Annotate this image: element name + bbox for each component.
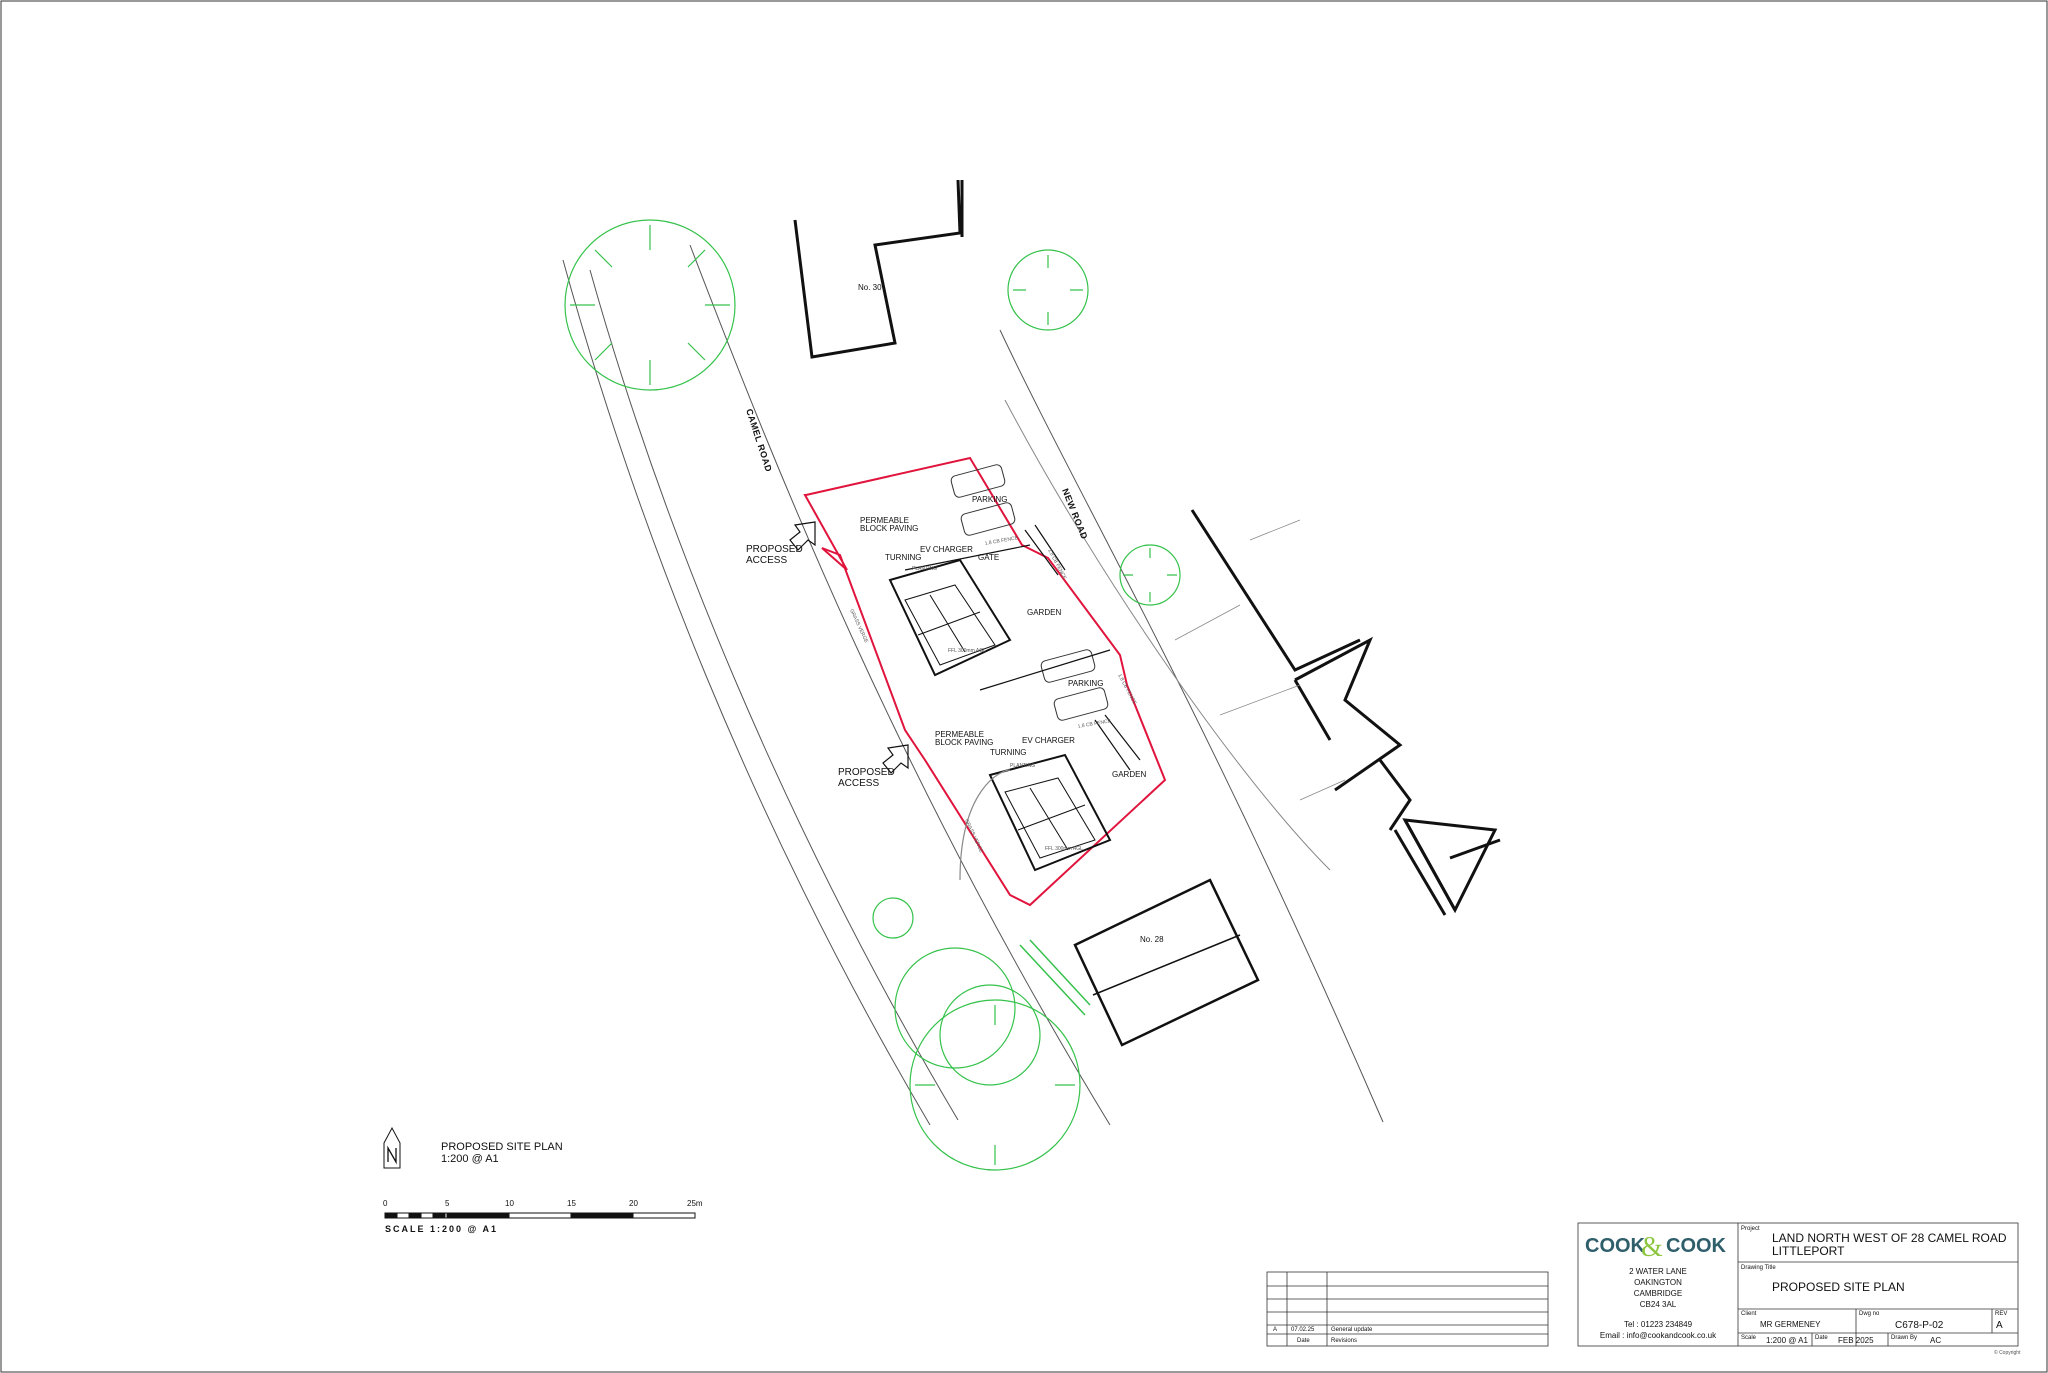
address-line3: CAMBRIDGE: [1634, 1289, 1682, 1298]
revision-header-desc: Revisions: [1331, 1338, 1357, 1344]
plot2-ffl: FFL 300mm AGL: [1045, 846, 1083, 852]
revision-a-date: 07.02.25: [1291, 1327, 1315, 1333]
tree-south-small: [872, 897, 914, 939]
access-north-line2: ACCESS: [746, 555, 787, 566]
plot1-gate: GATE: [978, 553, 999, 562]
rev-label: REV: [1995, 1311, 2007, 1317]
scale-tick-0: 0: [383, 1199, 388, 1208]
camel-road-label: CAMEL ROAD: [744, 408, 774, 474]
scale-value: 1:200 @ A1: [1766, 1336, 1808, 1345]
company-email: Email : info@cookandcook.co.uk: [1600, 1331, 1717, 1340]
revisions-table: [1266, 1271, 1549, 1347]
date-label: Date: [1815, 1335, 1828, 1341]
north-arrow-icon: [383, 1126, 401, 1169]
house-no30: [793, 179, 964, 359]
drawn-label: Drawn By: [1891, 1335, 1917, 1341]
camel-road: [562, 244, 1384, 1126]
date-value: FEB 2025: [1838, 1336, 1874, 1345]
project-line1: LAND NORTH WEST OF 28 CAMEL ROAD: [1772, 1231, 2007, 1245]
address-line2: OAKINGTON: [1634, 1278, 1682, 1287]
plot2-parking: PARKING: [1068, 679, 1103, 688]
parked-cars: [950, 464, 1109, 721]
client-label: Client: [1741, 1311, 1757, 1317]
dwg-no-label: Dwg no: [1859, 1311, 1880, 1317]
access-south-line1: PROPOSED: [838, 767, 895, 778]
scale-bar-caption: SCALE 1:200 @ A1: [385, 1224, 498, 1234]
site-boundary: [803, 456, 1167, 907]
plot1-paving-2: BLOCK PAVING: [860, 524, 918, 533]
plot1-planting: PLANTING: [912, 566, 937, 572]
scale-bar: [384, 1212, 696, 1219]
access-arrow-north: [789, 521, 816, 551]
company-tel: Tel : 01223 234849: [1624, 1320, 1693, 1329]
revision-header-date: Date: [1297, 1338, 1310, 1344]
drawn-value: AC: [1930, 1336, 1941, 1345]
project-line2: LITTLEPORT: [1772, 1244, 1845, 1258]
scale-tick-25: 25m: [687, 1199, 703, 1208]
company-logo-amp: &: [1641, 1232, 1663, 1263]
new-road-label: NEW ROAD: [1060, 487, 1090, 541]
drawing-title: PROPOSED SITE PLAN: [1772, 1280, 1905, 1294]
plot1-turning: TURNING: [885, 553, 921, 562]
revision-a-desc: General update: [1331, 1327, 1373, 1333]
tree-spokes: [570, 225, 1177, 1165]
plot2-turning: TURNING: [990, 748, 1026, 757]
plot1-parking: PARKING: [972, 495, 1007, 504]
plan-scale-note: 1:200 @ A1: [441, 1153, 499, 1165]
plot2-ev: EV CHARGER: [1022, 736, 1075, 745]
address-line1: 2 WATER LANE: [1629, 1267, 1687, 1276]
plot1-garden: GARDEN: [1027, 608, 1061, 617]
plot2-fence-side: 1.8 CB FENCE: [1116, 673, 1137, 706]
company-logo-part2: COOK: [1666, 1235, 1727, 1257]
plot2-planting: PLANTING: [1010, 763, 1035, 769]
scale-label: Scale: [1741, 1335, 1757, 1341]
company-logo-part1: COOK: [1585, 1235, 1646, 1257]
tree-east-small: [1119, 544, 1181, 606]
plot1-fence: 1.8 CB FENCE: [984, 535, 1019, 547]
tree-sw-2: [939, 984, 1041, 1086]
plot2-dwelling: [988, 753, 1112, 872]
plot2-garden: GARDEN: [1112, 770, 1146, 779]
copyright: © Copyright: [1994, 1349, 2021, 1356]
access-arrow-south: [882, 744, 909, 774]
plot1-dwelling: [888, 558, 1012, 677]
tree-sw-1: [894, 947, 1016, 1069]
plot2-paving-2: BLOCK PAVING: [935, 738, 993, 747]
tree-ne: [1007, 249, 1089, 331]
fences: [904, 524, 1141, 881]
access-north-line1: PROPOSED: [746, 544, 803, 555]
plot2-paving-1: PERMEABLE: [935, 730, 984, 739]
tree-sw-3: [909, 999, 1081, 1171]
client-value: MR GERMENEY: [1760, 1320, 1821, 1329]
scale-tick-10: 10: [505, 1199, 514, 1208]
project-label: Project: [1741, 1226, 1760, 1232]
title-block: [1577, 1222, 2019, 1347]
revision-a-rev: A: [1273, 1327, 1277, 1333]
plot1-ffl: FFL 300mm AGL: [948, 648, 986, 654]
plan-title: PROPOSED SITE PLAN: [441, 1141, 563, 1153]
plot2-hedge: GRASS VERGE: [963, 818, 984, 854]
address-line4: CB24 3AL: [1640, 1300, 1677, 1309]
rev-value: A: [1996, 1320, 2003, 1331]
east-buildings: [1190, 509, 1501, 916]
house-no28: [1073, 878, 1260, 1047]
scale-tick-20: 20: [629, 1199, 638, 1208]
plot1-fence-side: 1.8 CB FENCE: [1046, 548, 1067, 581]
plot1-ev: EV CHARGER: [920, 545, 973, 554]
tree-large-nw: [564, 219, 736, 391]
house-no30-label: No. 30: [858, 283, 882, 292]
trees: [564, 219, 1181, 1171]
drawing-title-label: Drawing Title: [1741, 1265, 1776, 1271]
east-minor-lines: [1174, 519, 1346, 801]
access-south-line2: ACCESS: [838, 778, 879, 789]
plot1-paving-1: PERMEABLE: [860, 516, 909, 525]
plot2-fence: 1.8 CB FENCE: [1077, 718, 1112, 730]
dwg-no-value: C678-P-02: [1895, 1320, 1944, 1331]
scale-tick-5: 5: [445, 1199, 450, 1208]
scale-tick-15: 15: [567, 1199, 576, 1208]
house-no28-label: No. 28: [1140, 935, 1164, 944]
